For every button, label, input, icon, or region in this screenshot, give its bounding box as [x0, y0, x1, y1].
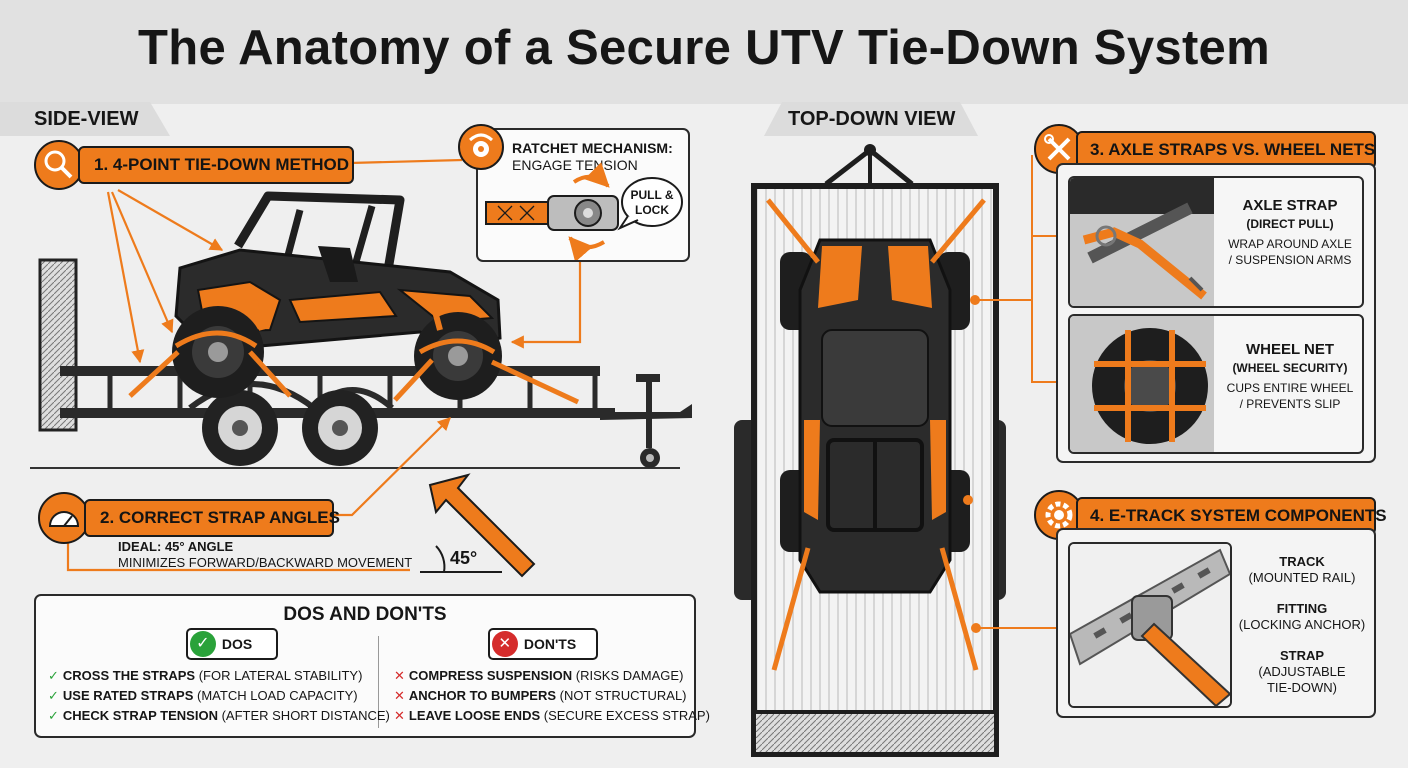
check-icon: ✓ [48, 688, 59, 703]
cross-icon: ✕ [394, 708, 405, 723]
item-note: (FOR LATERAL STABILITY) [195, 668, 363, 683]
section4-label: 4. E-TRACK SYSTEM COMPONENTS [1090, 506, 1387, 525]
item-note: (MATCH LOAD CAPACITY) [193, 688, 358, 703]
etrack-desc1: (MOUNTED RAIL) [1248, 570, 1356, 585]
axle-strap-image [1070, 178, 1214, 306]
wheel-net-image [1070, 316, 1214, 452]
etrack-desc1: (ADJUSTABLE [1258, 664, 1346, 679]
ratchet-title: RATCHET MECHANISM: [512, 140, 673, 156]
protractor-icon [38, 492, 90, 544]
wheel-net-line1: CUPS ENTIRE WHEEL [1226, 381, 1354, 395]
dos-label: DOS [221, 636, 253, 652]
list-item: ✓CHECK STRAP TENSION (AFTER SHORT DISTAN… [48, 706, 390, 726]
dos-donts-title: DOS AND DON'TS [283, 604, 447, 625]
etrack-image-card [1068, 542, 1232, 708]
donts-label: DON'TS [523, 636, 577, 652]
side-utv [172, 191, 502, 400]
etrack-image [1070, 544, 1230, 706]
etrack-name: STRAP [1279, 648, 1325, 663]
header-band [0, 0, 1408, 104]
dos-donts-divider [378, 636, 379, 728]
section2-label: 2. CORRECT STRAP ANGLES [100, 508, 340, 527]
page-title: The Anatomy of a Secure UTV Tie-Down Sys… [138, 21, 1270, 75]
list-item: ✓USE RATED STRAPS (MATCH LOAD CAPACITY) [48, 686, 390, 706]
section3-label: 3. AXLE STRAPS VS. WHEEL NETS [1090, 140, 1376, 159]
item-main: USE RATED STRAPS [62, 688, 194, 703]
magnifier-icon [34, 140, 84, 190]
item-note: (RISKS DAMAGE) [572, 668, 684, 683]
item-note: (NOT STRUCTURAL) [556, 688, 687, 703]
axle-strap-title: AXLE STRAP [1242, 197, 1338, 214]
side-straps [128, 330, 580, 405]
axle-strap-line1: WRAP AROUND AXLE [1228, 237, 1352, 251]
top-view-tab: TOP-DOWN VIEW [764, 102, 978, 136]
ratchet-callout: RATCHET MECHANISM: ENGAGE TENSION PULL &… [476, 128, 690, 262]
ratchet-gear-icon [458, 124, 504, 170]
side-view-tab: SIDE-VIEW [0, 102, 170, 136]
list-item: ✕ANCHOR TO BUMPERS (NOT STRUCTURAL) [394, 686, 710, 706]
axle-strap-subtitle: (DIRECT PULL) [1246, 217, 1334, 231]
list-item: ✓CROSS THE STRAPS (FOR LATERAL STABILITY… [48, 666, 390, 686]
dos-pill: ✓ DOS [186, 628, 278, 660]
list-item: ✕COMPRESS SUSPENSION (RISKS DAMAGE) [394, 666, 710, 686]
pull-lock-line2: LOCK [635, 203, 669, 217]
section1-arrows [66, 158, 582, 572]
top-utv [780, 238, 970, 594]
item-note: (AFTER SHORT DISTANCE) [217, 708, 390, 723]
section2-chip: 2. CORRECT STRAP ANGLES [84, 499, 340, 537]
cross-icon: ✕ [394, 688, 405, 703]
side-trailer [30, 258, 692, 469]
donts-list: ✕COMPRESS SUSPENSION (RISKS DAMAGE)✕ANCH… [394, 666, 710, 726]
etrack-name: FITTING [1276, 601, 1328, 616]
cross-icon: ✕ [394, 668, 405, 683]
etrack-name: TRACK [1279, 554, 1325, 569]
check-circle-icon: ✓ [189, 631, 216, 657]
check-icon: ✓ [48, 668, 59, 683]
ideal-angle-text: IDEAL: 45° ANGLE [118, 539, 234, 554]
ratchet-icon [485, 162, 683, 260]
angle-value: 45° [450, 548, 478, 568]
section1-label: 1. 4-POINT TIE-DOWN METHOD [94, 155, 349, 174]
item-main: ANCHOR TO BUMPERS [408, 688, 557, 703]
list-item: ✕LEAVE LOOSE ENDS (SECURE EXCESS STRAP) [394, 706, 710, 726]
dos-donts-card: DOS AND DON'TS ✓ DOS ✕ DON'TS ✓CROSS THE… [34, 594, 710, 738]
cross-circle-icon: ✕ [491, 631, 518, 657]
side-view-label: SIDE-VIEW [34, 108, 139, 130]
pull-lock-line1: PULL & [630, 188, 674, 202]
wheel-net-subtitle: (WHEEL SECURITY) [1232, 361, 1348, 375]
wheel-net-line2: / PREVENTS SLIP [1239, 397, 1341, 411]
etrack-desc1: (LOCKING ANCHOR) [1238, 617, 1366, 632]
ideal-angle-note: MINIMIZES FORWARD/BACKWARD MOVEMENT [118, 555, 413, 570]
wheel-net-card: WHEEL NET (WHEEL SECURITY) CUPS ENTIRE W… [1068, 314, 1364, 454]
donts-pill: ✕ DON'TS [488, 628, 598, 660]
check-icon: ✓ [48, 708, 59, 723]
item-note: (SECURE EXCESS STRAP) [540, 708, 710, 723]
wheel-net-title: WHEEL NET [1245, 341, 1335, 358]
top-view-label: TOP-DOWN VIEW [788, 108, 956, 130]
etrack-desc2: TIE-DOWN) [1266, 680, 1338, 695]
angle-graphic [420, 473, 536, 578]
section1-chip: 1. 4-POINT TIE-DOWN METHOD [78, 146, 354, 184]
axle-strap-card: AXLE STRAP (DIRECT PULL) WRAP AROUND AXL… [1068, 176, 1364, 308]
top-straps [766, 198, 986, 671]
item-main: COMPRESS SUSPENSION [408, 668, 573, 683]
axle-strap-line2: / SUSPENSION ARMS [1228, 253, 1352, 267]
dos-list: ✓CROSS THE STRAPS (FOR LATERAL STABILITY… [48, 666, 390, 726]
item-main: LEAVE LOOSE ENDS [408, 708, 541, 723]
item-main: CROSS THE STRAPS [62, 668, 196, 683]
item-main: CHECK STRAP TENSION [62, 708, 218, 723]
